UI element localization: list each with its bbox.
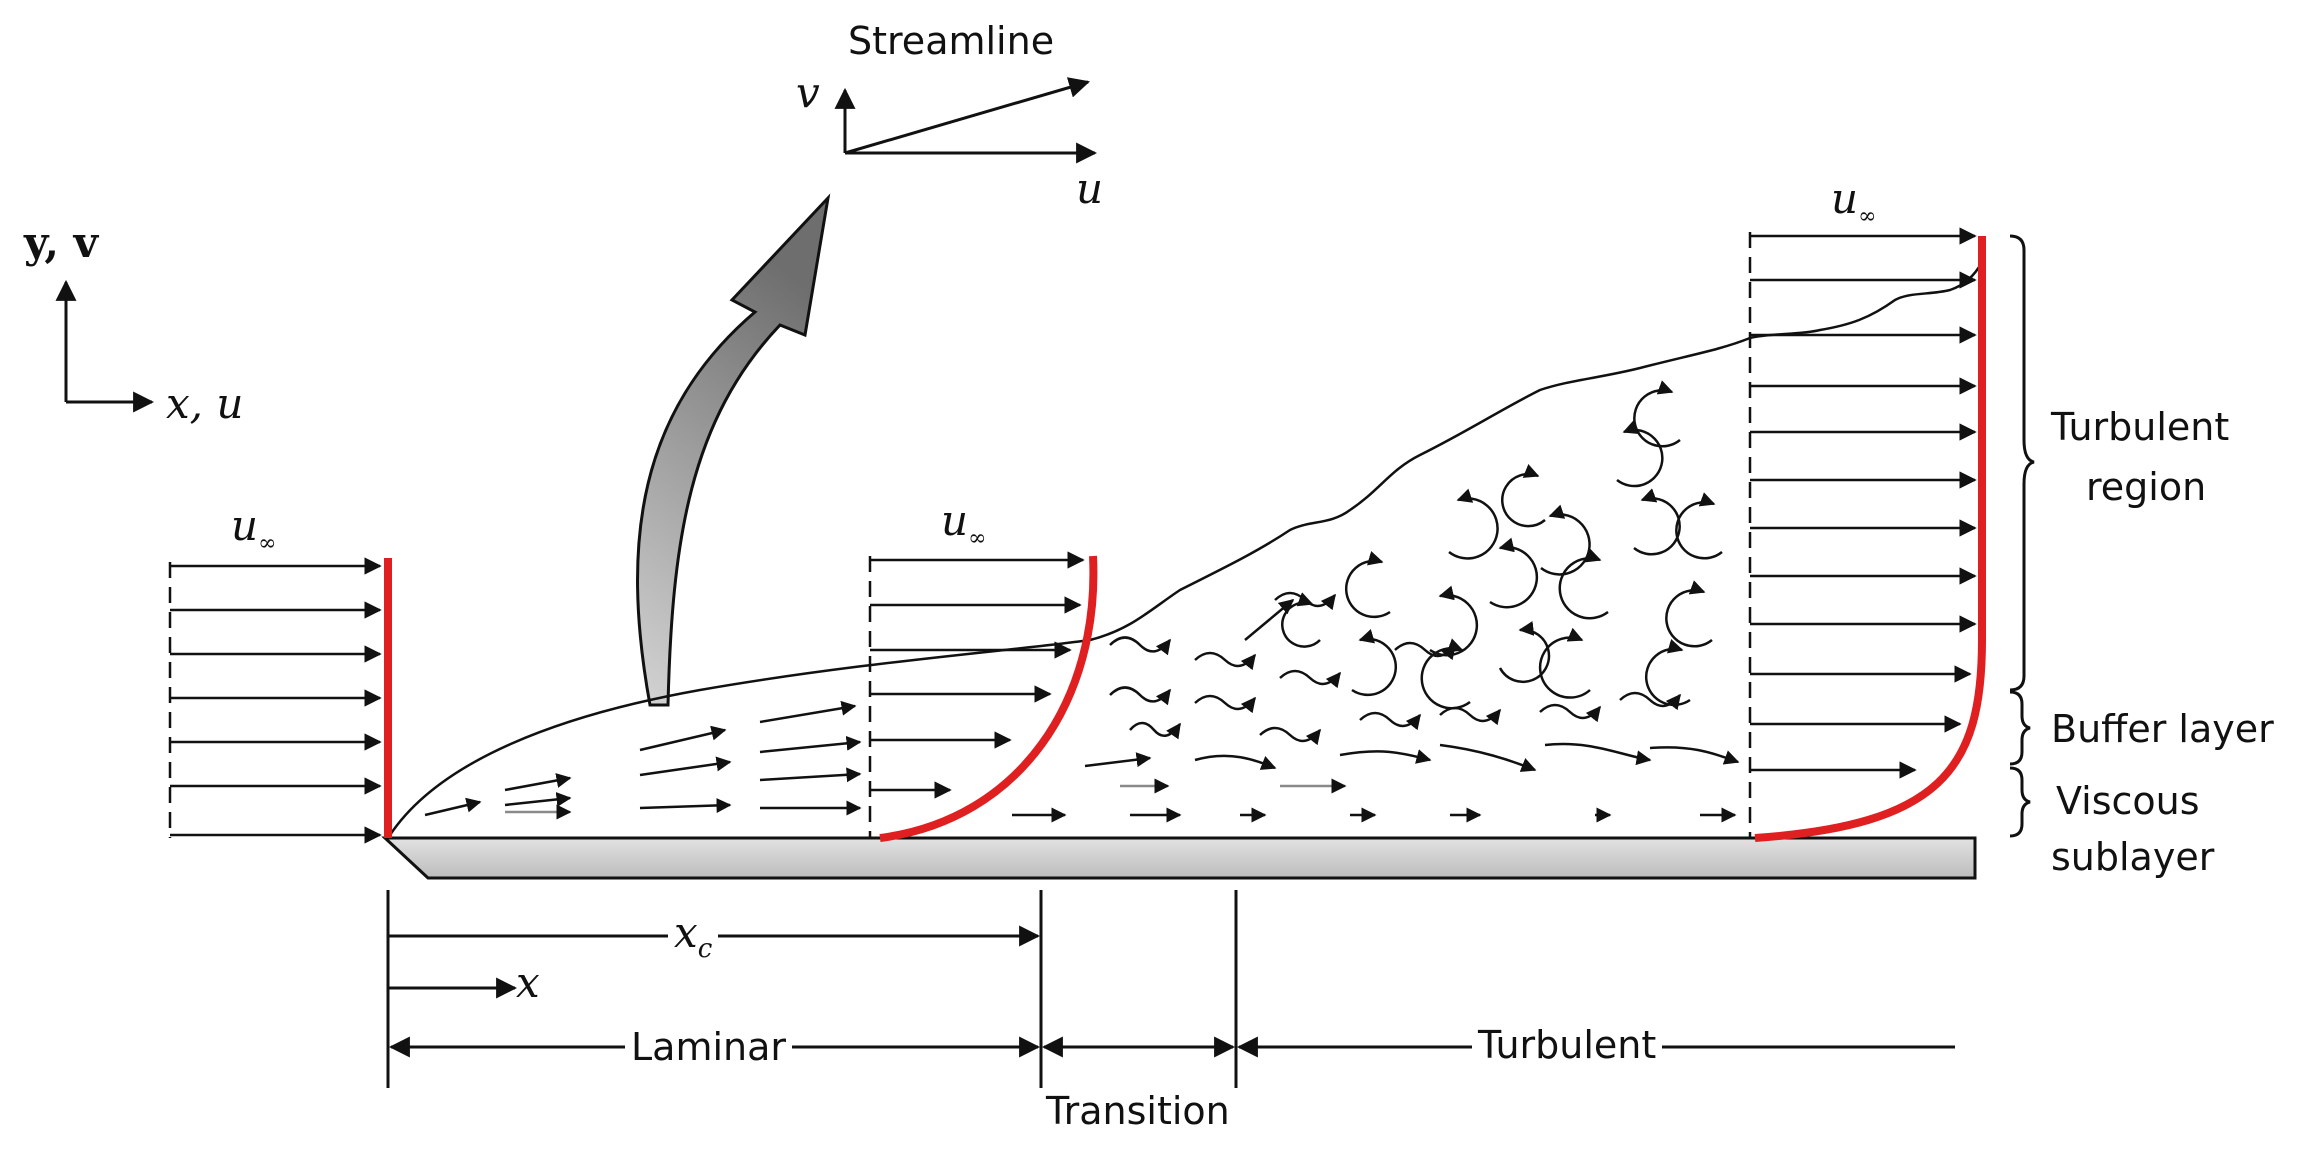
streamline-u-label: u xyxy=(1076,164,1104,213)
axis-x-label: x, u xyxy=(166,379,244,428)
u-inf-laminar-label: u∞ xyxy=(941,496,986,551)
laminar-flow-arrows xyxy=(424,700,862,820)
coordinate-axes xyxy=(55,279,155,413)
viscous-sublayer-label-line1: Viscous xyxy=(2056,779,2200,823)
laminar-label: Laminar xyxy=(625,1028,793,1066)
streamline-inset xyxy=(834,77,1098,164)
turbulent-region-label-line2: region xyxy=(2086,465,2207,509)
laminar-velocity-curve xyxy=(879,555,1098,842)
turbulent-label: Turbulent xyxy=(1472,1026,1663,1064)
wavy-arrows xyxy=(1109,591,1681,746)
turbulent-velocity-curve xyxy=(1754,236,1986,842)
u-inf-inflow-label: u∞ xyxy=(231,501,276,556)
viscous-sublayer-label-line2: sublayer xyxy=(2051,835,2215,879)
turbulent-profile xyxy=(1748,227,1986,842)
buffer-layer-label: Buffer layer xyxy=(2051,707,2274,751)
dimension-lines xyxy=(386,890,1955,1088)
streamline-v-label: v xyxy=(796,68,820,117)
boundary-layer-edge xyxy=(388,261,1984,836)
near-wall-arrows xyxy=(1012,742,1740,823)
inflow-profile xyxy=(168,557,392,844)
flat-plate xyxy=(381,836,1977,880)
u-inf-turbulent-label: u∞ xyxy=(1831,174,1876,229)
x-c-label: xc xyxy=(668,912,719,962)
streamline-label: Streamline xyxy=(848,19,1055,63)
region-braces xyxy=(2009,234,2035,838)
laminar-profile xyxy=(868,551,1098,842)
turbulent-region-label-line1: Turbulent xyxy=(2051,405,2230,449)
eddies xyxy=(1281,380,1723,710)
transition-label: Transition xyxy=(1046,1089,1230,1133)
axis-y-label: y, v xyxy=(24,218,99,267)
curved-pointer-arrow xyxy=(636,193,831,707)
x-label: x xyxy=(516,958,540,1007)
